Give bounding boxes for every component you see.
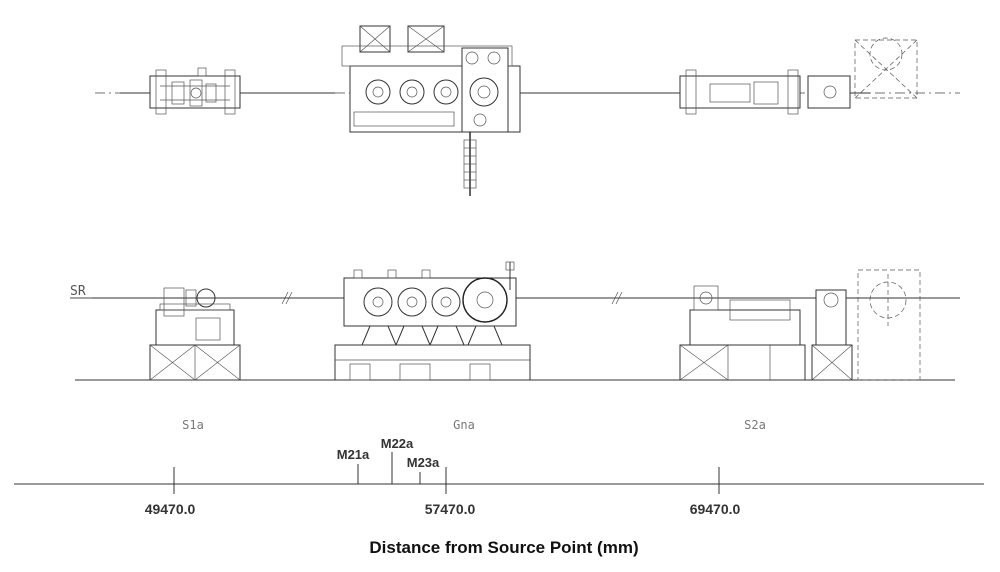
axis-tick-label-3: 69470.0 — [690, 501, 741, 517]
axis-tick-label-2: 57470.0 — [425, 501, 476, 517]
s2-top-assembly — [575, 37, 918, 115]
axis-title: Distance from Source Point (mm) — [369, 538, 638, 557]
top-view — [95, 25, 960, 196]
distance-axis: 49470.0 57470.0 69470.0 M21a M22a M23a D… — [14, 436, 984, 557]
beam-label-sr: SR — [70, 284, 86, 299]
s2-side-assembly — [679, 269, 921, 381]
side-view: SR — [70, 261, 960, 381]
gn-top-assembly — [341, 25, 575, 196]
s1-top-assembly — [120, 67, 335, 115]
gn-side-assembly — [334, 261, 531, 381]
section-label-gn: Gna — [453, 418, 475, 432]
marker-label-m22: M22a — [381, 436, 414, 451]
section-label-s2: S2a — [744, 418, 766, 432]
section-label-s1: S1a — [182, 418, 204, 432]
marker-label-m23: M23a — [407, 455, 440, 470]
s1-side-assembly — [149, 287, 241, 381]
marker-label-m21: M21a — [337, 447, 370, 462]
axis-tick-label-1: 49470.0 — [145, 501, 196, 517]
